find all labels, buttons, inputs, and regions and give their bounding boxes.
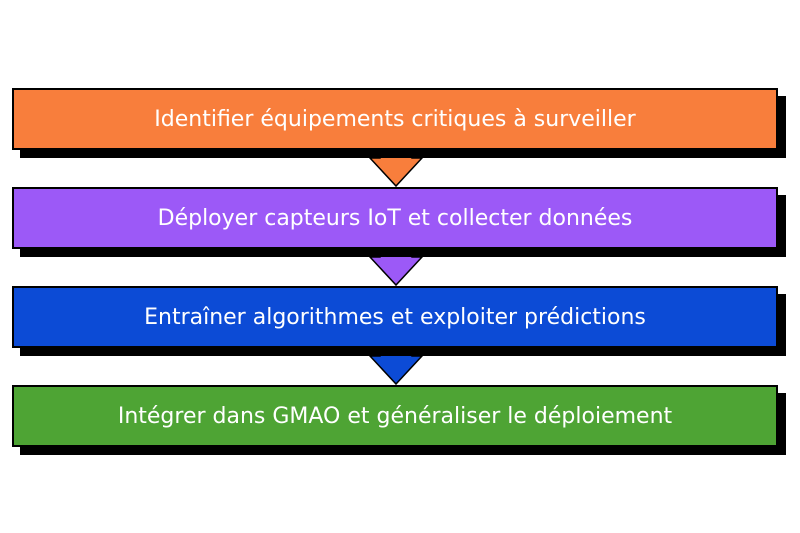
arrow-down-icon (368, 345, 424, 386)
arrow-down-icon (368, 147, 424, 188)
step-deploy-sensors: Déployer capteurs IoT et collecter donné… (12, 187, 778, 249)
arrow-down-shape (368, 147, 424, 188)
step-integrate-gmao: Intégrer dans GMAO et généraliser le dép… (12, 385, 778, 447)
step-label: Identifier équipements critiques à surve… (154, 106, 636, 132)
step-train-algorithms: Entraîner algorithmes et exploiter prédi… (12, 286, 778, 348)
arrow-down-shape (368, 246, 424, 287)
step-label: Déployer capteurs IoT et collecter donné… (157, 205, 633, 231)
arrow-down-shape (368, 345, 424, 386)
step-label: Entraîner algorithmes et exploiter prédi… (144, 304, 646, 330)
step-label: Intégrer dans GMAO et généraliser le dép… (117, 403, 673, 429)
arrow-down-icon (368, 246, 424, 287)
step-identify-equipment: Identifier équipements critiques à surve… (12, 88, 778, 150)
